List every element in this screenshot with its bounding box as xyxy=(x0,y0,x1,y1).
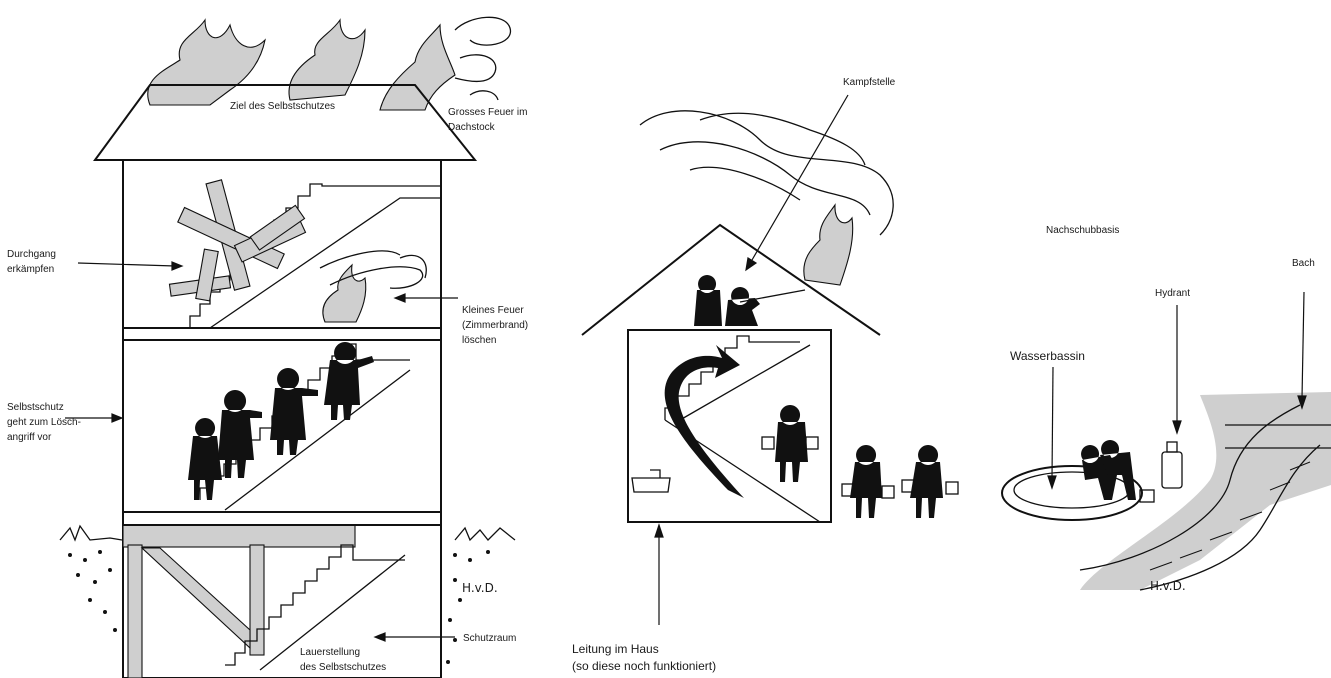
label-standby-line1: Lauerstellung xyxy=(300,647,360,658)
label-roof-goal: Ziel des Selbstschutzes xyxy=(230,101,335,112)
terrain-shade xyxy=(1080,392,1331,590)
label-big-fire-line2: Dachstock xyxy=(448,122,496,133)
roof-flame-left xyxy=(148,20,265,105)
debris-beams xyxy=(169,180,305,301)
signature-right: H.v.D. xyxy=(1150,579,1186,593)
cellar-brace xyxy=(142,548,250,648)
hydrant xyxy=(1162,452,1182,488)
label-passage-line2: erkämpfen xyxy=(7,264,54,275)
label-self-protection-line1: Selbstschutz xyxy=(7,402,64,413)
label-small-fire-line2: (Zimmerbrand) xyxy=(462,320,528,331)
supply-base xyxy=(1002,292,1331,590)
label-combat-point: Kampfstelle xyxy=(843,77,896,88)
label-self-protection-line2: geht zum Lösch- xyxy=(7,417,81,428)
roof-flame-right xyxy=(380,25,455,110)
bucket-carriers xyxy=(762,405,958,518)
label-shelter: Schutzraum xyxy=(463,633,516,644)
cellar-left-post xyxy=(128,545,142,678)
label-supply-base: Nachschubbasis xyxy=(1046,225,1119,236)
smoke-swirl xyxy=(455,17,510,100)
attic-firefighters xyxy=(694,275,760,326)
label-standby-line2: des Selbstschutzes xyxy=(300,662,386,673)
label-water-line-2: (so diese noch funktioniert) xyxy=(572,659,716,673)
self-protection-team xyxy=(188,342,374,500)
hydrant-top xyxy=(1167,442,1177,452)
room-smoke xyxy=(320,251,426,288)
label-water-line-1: Leitung im Haus xyxy=(572,642,659,656)
left-house xyxy=(60,17,515,678)
label-big-fire-line1: Grosses Feuer im xyxy=(448,107,527,118)
roof-fire-middle xyxy=(804,205,853,285)
label-stream: Bach xyxy=(1292,258,1315,269)
water-flow-arrow xyxy=(665,345,744,498)
smoke-clouds xyxy=(640,111,893,235)
label-small-fire-line1: Kleines Feuer xyxy=(462,305,524,316)
ceiling-beam xyxy=(123,525,355,547)
signature-left: H.v.D. xyxy=(462,581,498,595)
label-hydrant: Hydrant xyxy=(1155,288,1190,299)
sink xyxy=(632,470,670,492)
label-self-protection-line3: angriff vor xyxy=(7,432,52,443)
middle-arrows xyxy=(655,95,848,625)
label-basin: Wasserbassin xyxy=(1010,349,1085,363)
label-small-fire-line3: löschen xyxy=(462,335,496,346)
label-passage-line1: Durchgang xyxy=(7,249,56,260)
roof-flame-middle xyxy=(289,20,365,100)
middle-house xyxy=(582,95,958,625)
basin-workers xyxy=(1081,440,1154,502)
